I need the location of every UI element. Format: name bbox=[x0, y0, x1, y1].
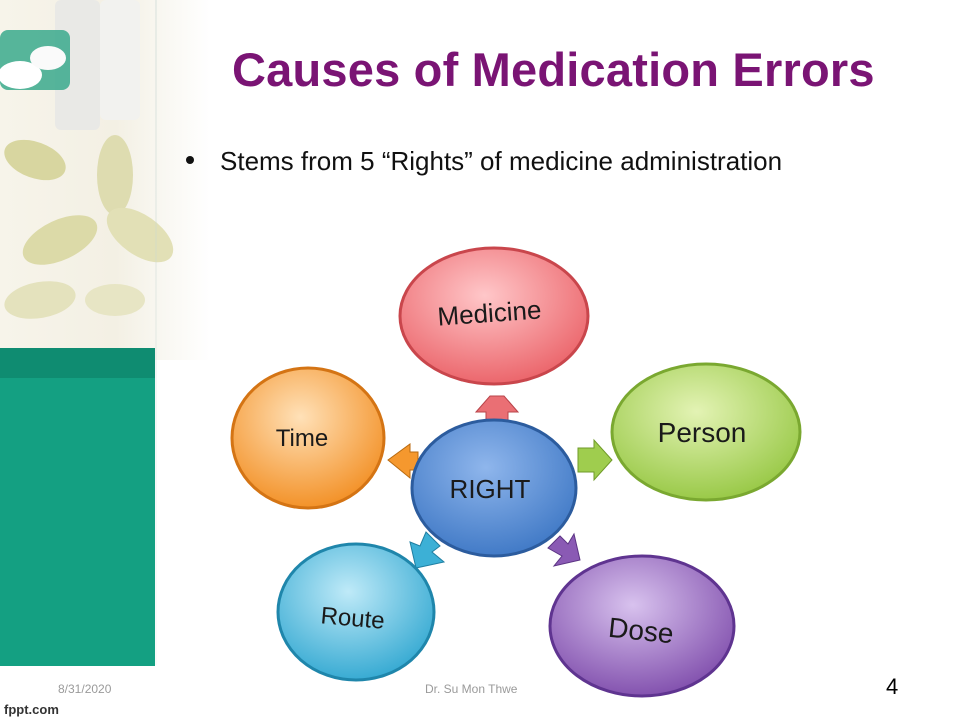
bullet-item: Stems from 5 “Rights” of medicine admini… bbox=[186, 146, 782, 177]
pill-shape bbox=[4, 281, 76, 319]
pills-photo bbox=[0, 0, 210, 360]
node-center-label: RIGHT bbox=[450, 474, 531, 504]
pill-shape bbox=[97, 135, 133, 215]
node-dose: Dose bbox=[548, 554, 736, 698]
brand-watermark: fppt.com bbox=[4, 702, 59, 717]
slide-number: 4 bbox=[886, 674, 899, 699]
node-route-label: Route bbox=[320, 602, 386, 634]
pill-shape bbox=[85, 284, 145, 316]
bottle-shape bbox=[100, 0, 140, 120]
arrow-to-time bbox=[387, 443, 419, 480]
arrow-to-medicine bbox=[474, 395, 520, 421]
node-time: Time bbox=[230, 366, 386, 510]
arrow-to-route bbox=[409, 531, 446, 569]
node-person-label: Person bbox=[658, 417, 747, 448]
node-dose-label: Dose bbox=[607, 612, 675, 650]
bullet-icon bbox=[186, 156, 194, 165]
node-medicine-label: Medicine bbox=[436, 294, 542, 331]
pill-shape bbox=[0, 61, 42, 89]
pill-shape bbox=[22, 215, 98, 265]
panel-divider bbox=[155, 0, 157, 665]
pill-shape bbox=[30, 46, 66, 70]
pill-shape bbox=[4, 139, 66, 181]
footer-date: 8/31/2020 bbox=[58, 682, 112, 696]
footer-author: Dr. Su Mon Thwe bbox=[425, 682, 518, 696]
pills-illustration bbox=[0, 0, 174, 319]
bullet-text: Stems from 5 “Rights” of medicine admini… bbox=[220, 146, 783, 176]
pill-shape bbox=[106, 207, 174, 263]
teal-sidebar bbox=[0, 348, 155, 666]
node-route: Route bbox=[276, 542, 436, 682]
node-person: Person bbox=[610, 362, 802, 502]
node-time-label: Time bbox=[276, 425, 328, 452]
slide-title: Causes of Medication Errors bbox=[232, 43, 875, 96]
node-medicine: Medicine bbox=[398, 246, 590, 386]
node-center: RIGHT bbox=[410, 418, 578, 558]
arrow-to-dose bbox=[547, 532, 581, 567]
arrow-to-person bbox=[577, 438, 613, 482]
